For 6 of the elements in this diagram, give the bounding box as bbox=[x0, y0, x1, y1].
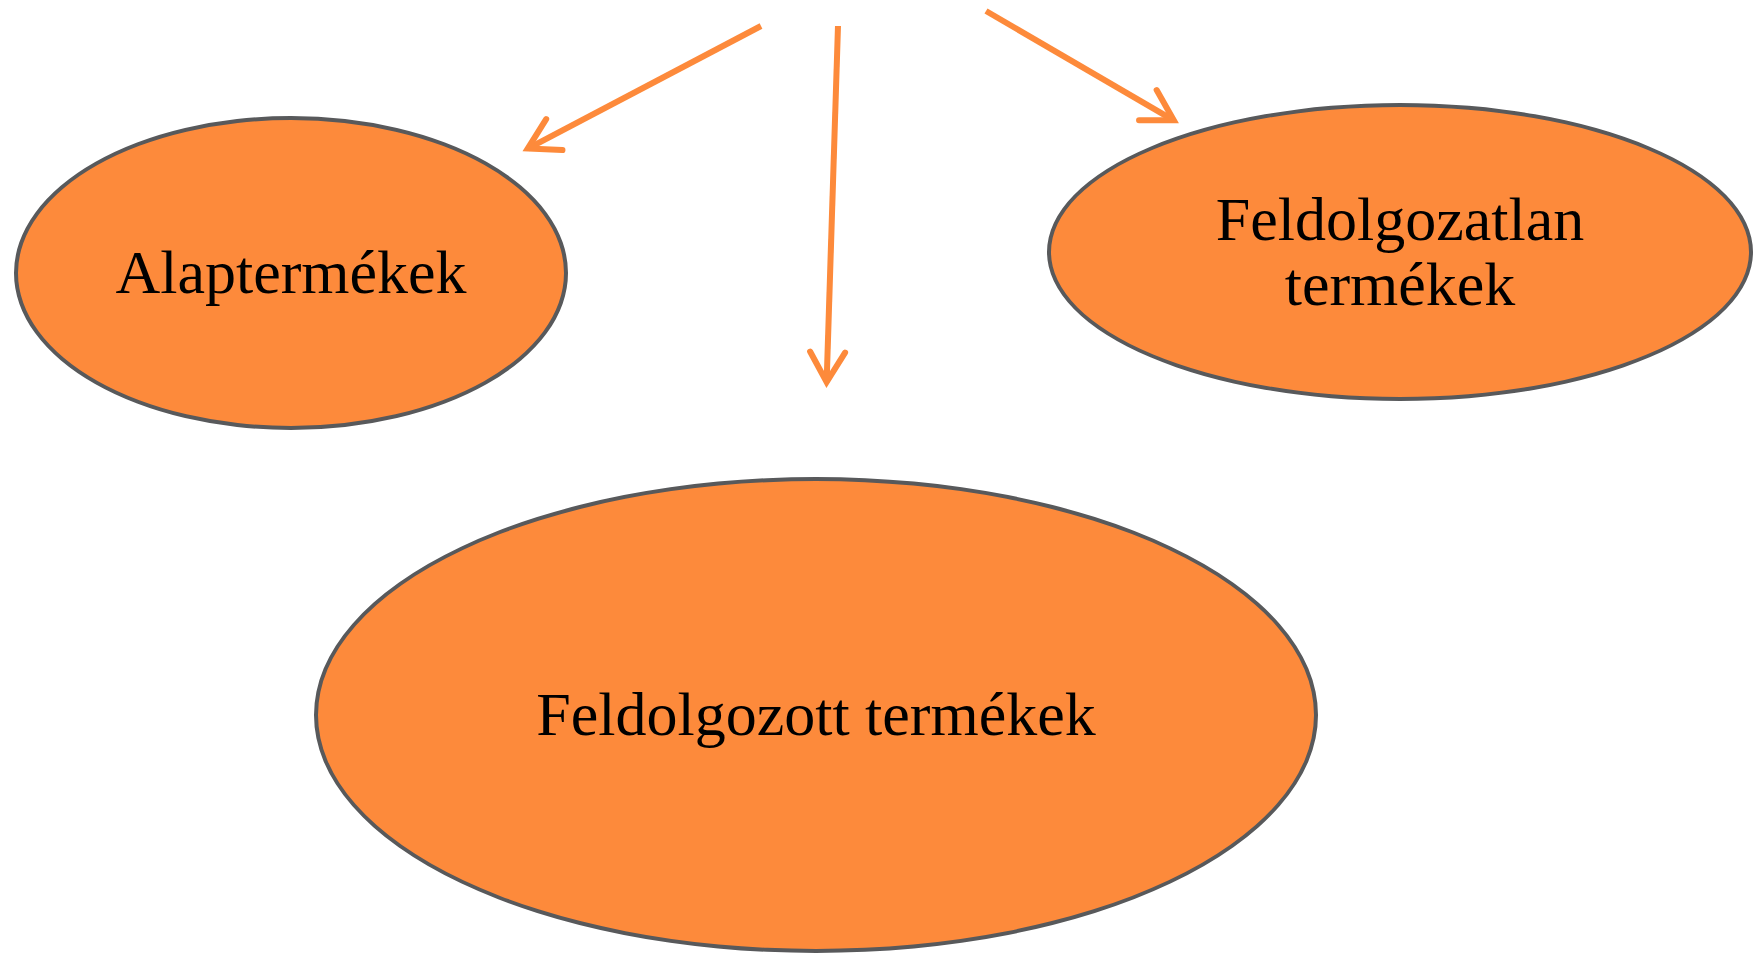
arrow bbox=[807, 25, 849, 386]
node-label: Feldolgozott termékek bbox=[536, 682, 1096, 748]
node-label: Feldolgozatlan termékek bbox=[1214, 186, 1586, 318]
node-label: Alaptermékek bbox=[115, 240, 467, 306]
arrow bbox=[524, 23, 763, 154]
arrow bbox=[984, 8, 1177, 124]
